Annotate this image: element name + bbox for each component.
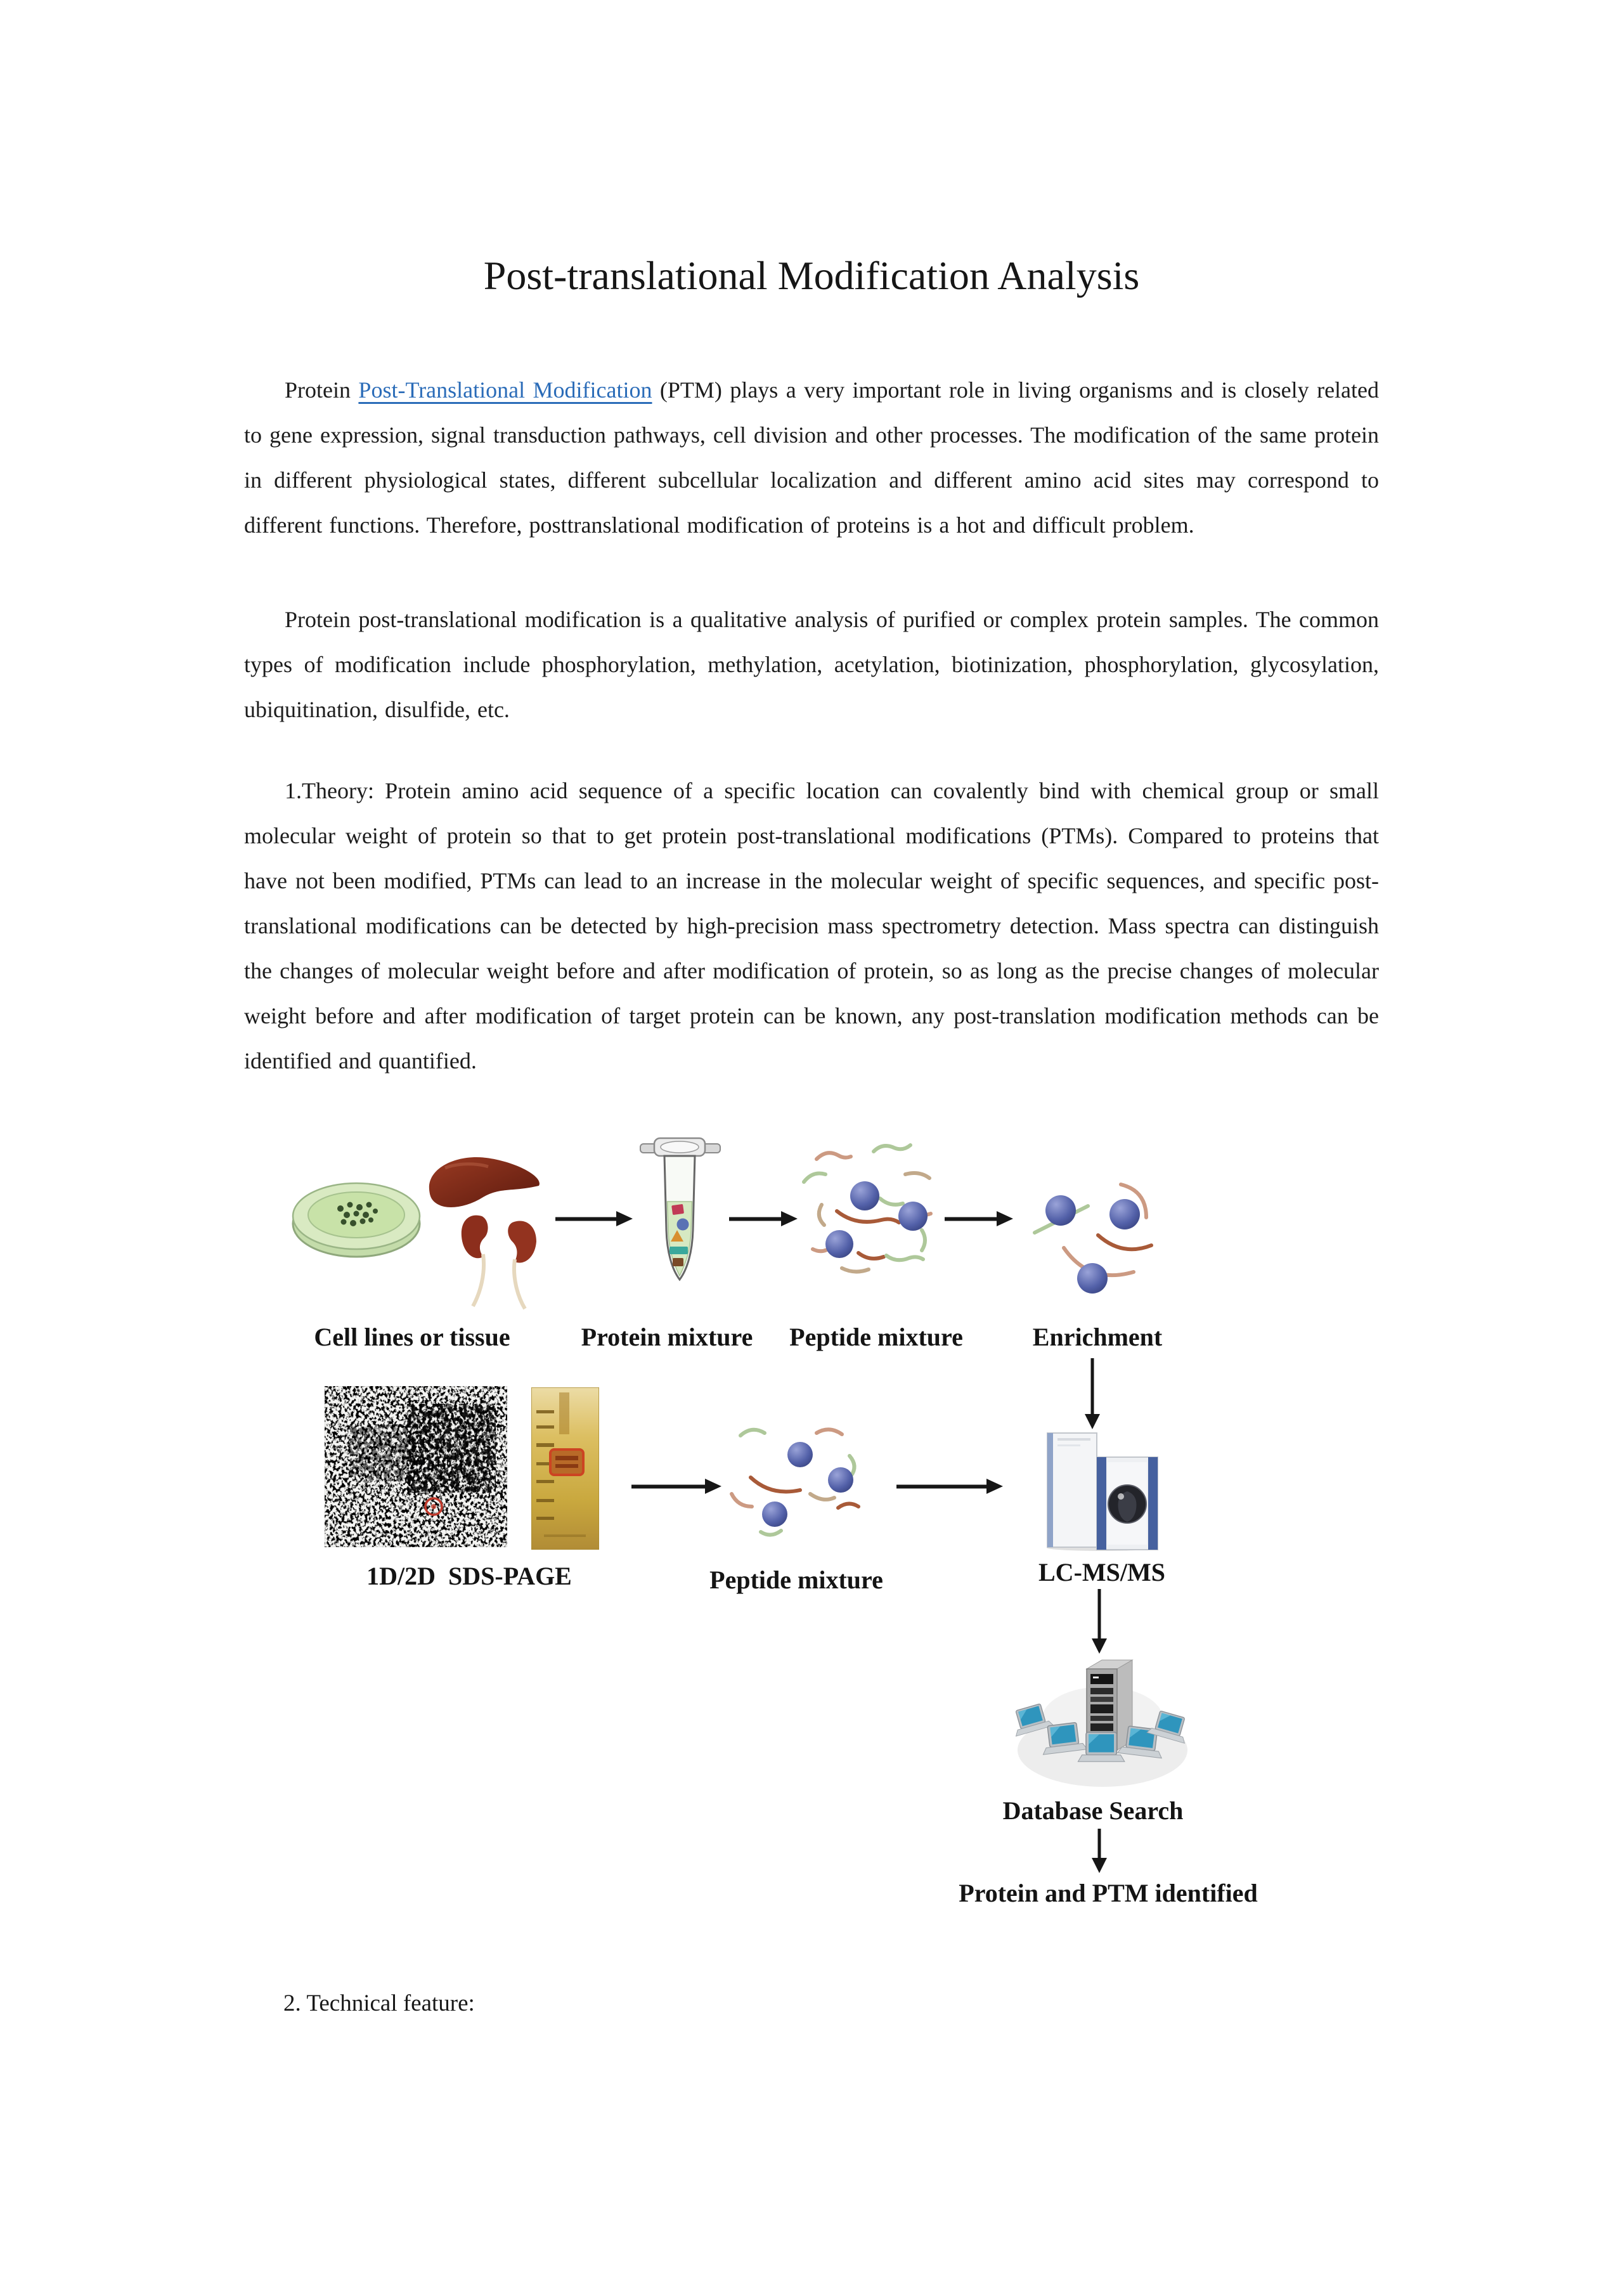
database-server-icon: [1015, 1659, 1187, 1787]
paragraph-2: Protein post-translational modification …: [244, 607, 1379, 722]
enrichment-icon: [1033, 1183, 1153, 1294]
label-cell-lines-or-tissue: Cell lines or tissue: [314, 1323, 510, 1351]
label-peptide-mixture-2: Peptide mixture: [709, 1566, 883, 1594]
label-peptide-mixture-1: Peptide mixture: [789, 1323, 963, 1351]
label-database-search: Database Search: [1002, 1796, 1184, 1825]
arrow-down-icon: [1092, 1829, 1107, 1873]
arrow-right-icon: [945, 1211, 1013, 1226]
gel-1d-lane-icon: [531, 1387, 599, 1550]
arrow-right-icon: [631, 1479, 721, 1494]
arrow-right-icon: [555, 1211, 633, 1226]
paragraph-1-suffix: (PTM) plays a very important role in liv…: [244, 377, 1380, 538]
page-title: Post-translational Modification Analysis: [483, 253, 1140, 298]
liver-icon: [429, 1157, 540, 1207]
section-2-heading: 2. Technical feature:: [283, 1990, 475, 2016]
kidneys-icon: [461, 1215, 536, 1310]
lcms-instrument-icon: [1047, 1432, 1158, 1551]
computer-icon: [1146, 1710, 1186, 1744]
arrow-down-icon: [1092, 1589, 1107, 1654]
paragraph-3: 1.Theory: Protein amino acid sequence of…: [244, 778, 1379, 1073]
gel-spot-highlight: [424, 1497, 443, 1516]
computer-icon: [1077, 1732, 1125, 1762]
lane-band-highlight: [549, 1448, 585, 1476]
peptide-mixture-icon: [802, 1143, 933, 1274]
peptide-mixture-2-icon: [730, 1427, 860, 1537]
computer-icon: [1042, 1722, 1088, 1755]
computer-icon: [1015, 1703, 1054, 1737]
cell-lines-tissue-icon: [292, 1157, 540, 1310]
protein-mixture-tube-icon: [640, 1137, 721, 1281]
arrow-right-icon: [729, 1211, 798, 1226]
label-lcms: LC-MS/MS: [1038, 1558, 1165, 1586]
label-protein-mixture: Protein mixture: [581, 1323, 753, 1351]
label-sds-page: 1D/2D SDS-PAGE: [366, 1562, 572, 1590]
paragraph-1-prefix: Protein: [285, 377, 359, 403]
label-enrichment: Enrichment: [1032, 1323, 1163, 1351]
label-protein-ptm-identified: Protein and PTM identified: [959, 1879, 1258, 1907]
gel-2d-icon: [325, 1386, 507, 1547]
petri-dish-icon: [292, 1182, 421, 1258]
paragraph-1: Protein Post-Translational Modification …: [244, 368, 1379, 548]
arrow-down-icon: [1085, 1358, 1100, 1429]
ptm-link[interactable]: Post-Translational Modification: [358, 377, 652, 403]
arrow-right-icon: [896, 1479, 1003, 1494]
protein-shapes: [669, 1204, 689, 1266]
